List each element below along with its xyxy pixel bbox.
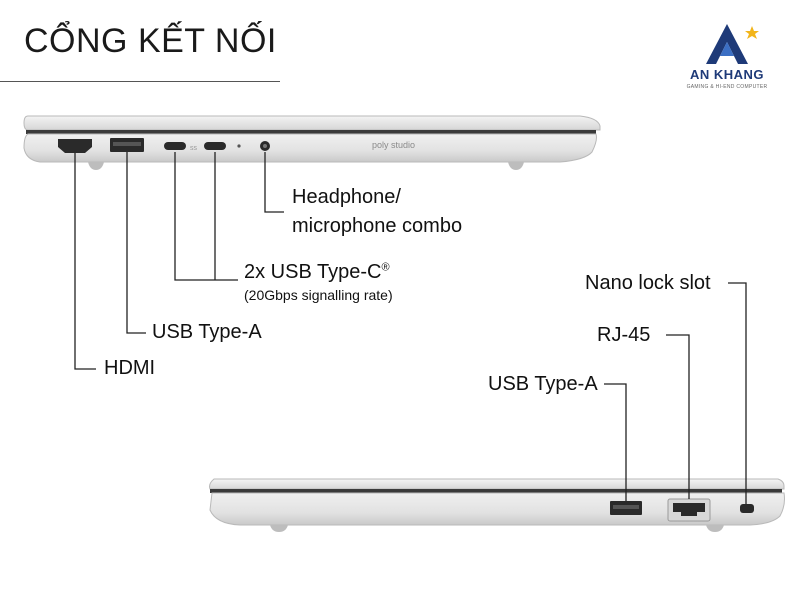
label-usba-left: USB Type-A (152, 321, 262, 343)
label-usbc-mark: ® (381, 261, 390, 274)
page-title: CỔNG KẾT NỐI (24, 22, 277, 60)
label-hdmi: HDMI (104, 357, 156, 379)
laptop-right-side (209, 478, 785, 532)
star-icon (745, 26, 759, 39)
logo-tagline: GAMING & HI-END COMPUTER (686, 84, 768, 90)
leader-lines-left (74, 152, 284, 370)
leader-lines-right (604, 282, 747, 504)
usb-c-port-1-icon (164, 142, 186, 150)
brand-text: poly studio (372, 140, 415, 150)
led-indicator-icon (237, 144, 241, 148)
logo-name: AN KHANG (689, 67, 765, 82)
rj45-port-icon (673, 503, 705, 516)
usb-c-port-2-icon (204, 142, 226, 150)
svg-text:ss: ss (190, 145, 198, 152)
title-divider (0, 81, 280, 82)
logo-mark-icon (706, 24, 759, 64)
label-rj45: RJ-45 (597, 324, 651, 346)
label-nano-lock: Nano lock slot (585, 272, 711, 294)
hdmi-port-icon (58, 139, 92, 153)
nano-lock-slot-icon (740, 504, 754, 513)
label-headphone-line1: Headphone/ (292, 186, 401, 208)
label-usbc-main: 2x USB Type-C (244, 261, 382, 283)
brand-logo: AN KHANG GAMING & HI-END COMPUTER (672, 20, 782, 95)
label-headphone-line2: microphone combo (292, 215, 463, 237)
label-usbc: 2x USB Type-C® (244, 261, 390, 284)
laptop-left-side: poly studio ss (23, 115, 601, 170)
label-usba-right: USB Type-A (488, 373, 598, 395)
label-usbc-sub: (20Gbps signalling rate) (244, 287, 393, 303)
